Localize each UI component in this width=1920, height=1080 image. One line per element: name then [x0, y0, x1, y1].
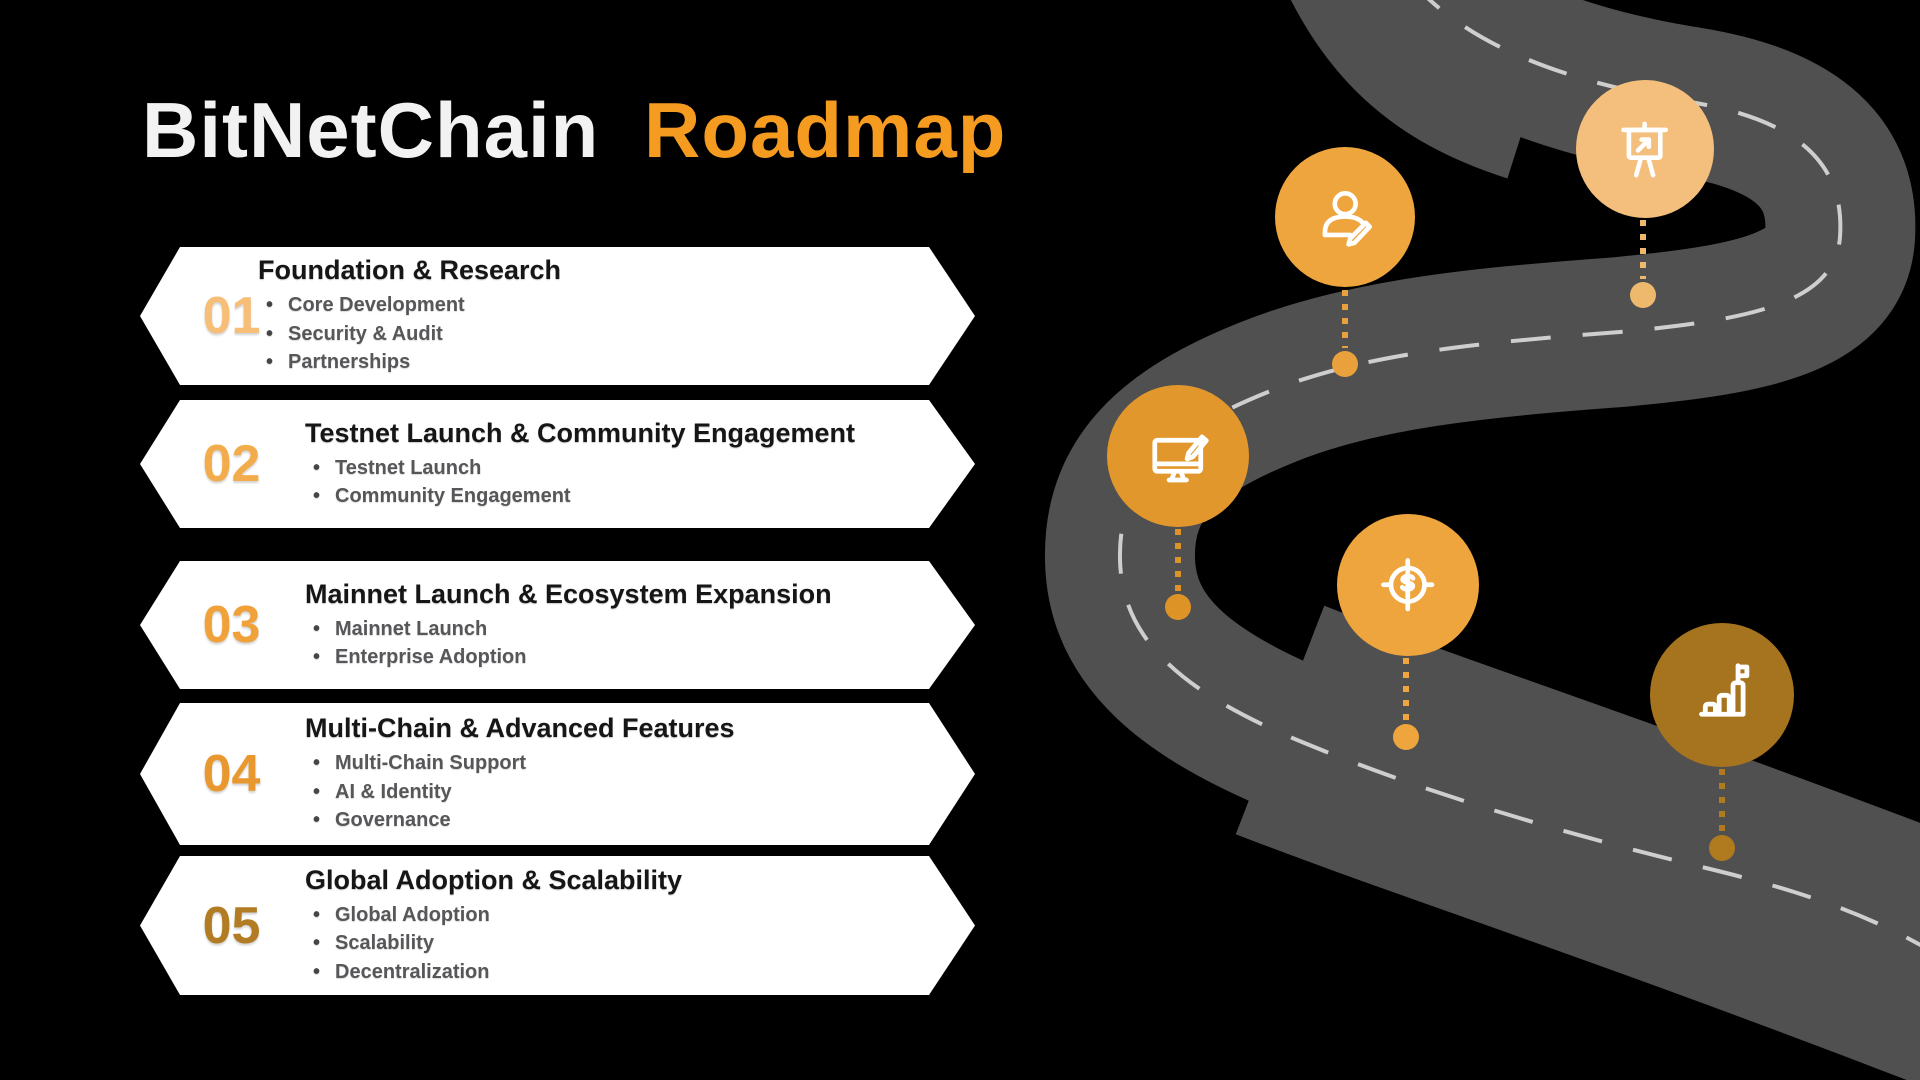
phase-banner-01: 01 Foundation & Research Core Developmen… [140, 247, 975, 385]
phase-bullet: Enterprise Adoption [305, 643, 832, 672]
phase-number: 03 [202, 596, 261, 654]
milestone-connector-4 [1393, 658, 1419, 750]
user-edit-icon [1322, 190, 1372, 247]
phase-bullets: Global Adoption Scalability Decentraliza… [305, 901, 682, 987]
road-dot-4 [1393, 724, 1419, 750]
phase-bullets: Testnet Launch Community Engagement [305, 454, 855, 511]
milestone-connector-3 [1165, 529, 1191, 620]
phase-banner-02: 02 Testnet Launch & Community Engagement… [140, 400, 975, 528]
milestone-presentation [1576, 80, 1714, 218]
phase-title: Multi-Chain & Advanced Features [305, 713, 735, 744]
phase-title: Testnet Launch & Community Engagement [305, 417, 856, 448]
phase-number: 01 [202, 287, 261, 345]
phase-number: 05 [202, 896, 261, 955]
milestone-growth-flag [1650, 623, 1794, 767]
phase-bullets: Mainnet Launch Enterprise Adoption [305, 615, 832, 672]
phase-bullet: AI & Identity [305, 778, 735, 807]
road-dot-2 [1630, 282, 1656, 308]
phase-bullet: Security & Audit [258, 320, 561, 349]
milestone-connector-1 [1332, 290, 1358, 377]
road-dot-3 [1165, 594, 1191, 620]
phase-bullet: Core Development [258, 291, 561, 320]
phase-number: 04 [202, 745, 261, 803]
page-title: BitNetChain Roadmap [142, 86, 1007, 174]
phase-bullet: Governance [305, 806, 735, 835]
phase-bullet: Partnerships [258, 348, 561, 377]
dollar-target-icon [1381, 558, 1435, 612]
phase-title: Global Adoption & Scalability [305, 864, 683, 895]
phase-number: 02 [202, 435, 261, 493]
phase-bullets: Multi-Chain Support AI & Identity Govern… [305, 749, 735, 835]
phase-title: Foundation & Research [258, 255, 562, 286]
monitor-edit-icon [1152, 434, 1209, 483]
phase-bullets: Core Development Security & Audit Partne… [258, 291, 561, 377]
milestone-user-edit [1275, 147, 1415, 287]
phase-bullet: Mainnet Launch [305, 615, 832, 644]
presentation-icon [1621, 121, 1669, 178]
road-centerline [1117, 0, 1920, 948]
title-accent: Roadmap [644, 86, 1007, 174]
milestone-connector-2 [1630, 220, 1656, 308]
road-dot-1 [1332, 351, 1358, 377]
phase-bullet: Multi-Chain Support [305, 749, 735, 778]
road-dot-5 [1709, 835, 1735, 861]
phase-bullet: Global Adoption [305, 901, 682, 930]
phase-bullet: Decentralization [305, 958, 682, 987]
milestone-connector-5 [1709, 769, 1735, 861]
phase-banner-03: 03 Mainnet Launch & Ecosystem Expansion … [140, 561, 975, 689]
title-brand: BitNetChain [142, 86, 600, 174]
phase-bullet: Scalability [305, 929, 682, 958]
growth-flag-icon [1698, 663, 1749, 717]
milestone-monitor-edit [1107, 385, 1249, 527]
phase-banner-05: 05 Global Adoption & Scalability Global … [140, 856, 975, 995]
phase-banner-04: 04 Multi-Chain & Advanced Features Multi… [140, 703, 975, 845]
phase-bullet: Community Engagement [305, 482, 855, 511]
phase-title: Mainnet Launch & Ecosystem Expansion [305, 578, 832, 609]
phase-bullet: Testnet Launch [305, 454, 855, 483]
milestone-dollar-target [1337, 514, 1479, 656]
